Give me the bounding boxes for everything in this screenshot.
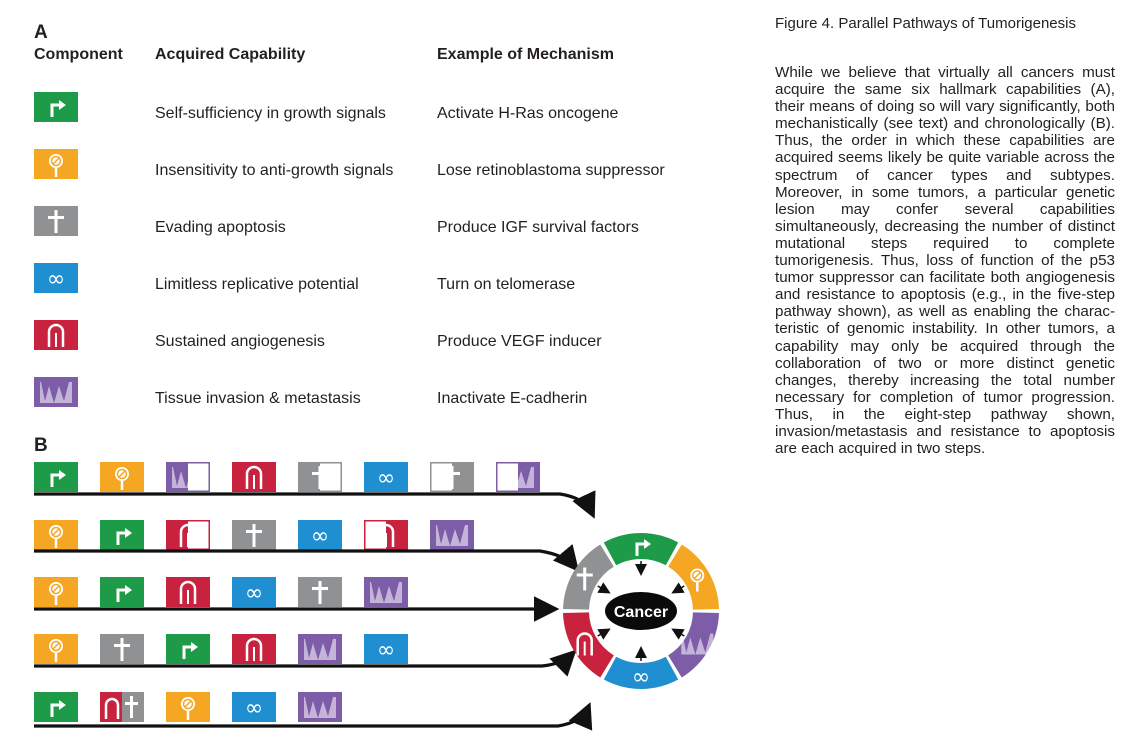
svg-text:∞: ∞ (245, 581, 263, 606)
component-header: Component (34, 46, 123, 63)
pathway-arrow (34, 490, 596, 519)
vessel-icon (576, 632, 593, 656)
anti-growth-sign-icon (34, 634, 78, 664)
cancer-center (605, 592, 677, 630)
inward-arrow (671, 582, 685, 594)
capability-text: Sustained angiogenesis (155, 333, 325, 350)
capability-text: Limitless replicative potential (155, 276, 359, 293)
pathway-arrow (34, 649, 577, 677)
wheel-segment (603, 533, 679, 566)
invasion-icon (166, 462, 210, 492)
growth-signal-arrow-icon (34, 462, 78, 492)
svg-text:∞: ∞ (632, 665, 650, 690)
wheel-segment (563, 544, 614, 610)
infinity-icon: ∞ (298, 520, 342, 550)
invasion-icon (298, 692, 342, 722)
infinity-icon: ∞ (364, 634, 408, 664)
invasion-icon (496, 462, 540, 492)
infinity-icon: ∞ (232, 577, 276, 607)
vessel-icon (232, 634, 276, 664)
inward-arrow (597, 582, 611, 594)
figure-caption-title: Figure 4. Parallel Pathways of Tumorigen… (775, 15, 1076, 32)
anti-growth-sign-icon (166, 692, 210, 722)
vessel-icon (166, 577, 210, 607)
vessel-icon (34, 320, 78, 350)
growth-signal-arrow-icon (34, 692, 78, 722)
infinity-icon: ∞ (632, 665, 650, 690)
anti-growth-sign-icon (100, 462, 144, 492)
mechanism-text: Activate H-Ras oncogene (437, 105, 619, 122)
vessel-icon (166, 520, 210, 550)
cross-icon (232, 520, 276, 550)
mechanism-text: Turn on telomerase (437, 276, 576, 293)
svg-text:∞: ∞ (377, 638, 395, 663)
anti-growth-sign-icon (34, 577, 78, 607)
cross-icon (576, 567, 593, 591)
cross-icon (34, 206, 78, 236)
cross-icon (100, 634, 144, 664)
growth-signal-arrow-icon (34, 92, 78, 122)
growth-signal-arrow-icon (100, 577, 144, 607)
svg-text:∞: ∞ (377, 466, 395, 491)
vessel-icon (364, 520, 408, 550)
infinity-icon: ∞ (34, 263, 78, 293)
cancer-pathway-diagram: ∞ Cancer (34, 490, 719, 731)
cross-icon (298, 577, 342, 607)
mechanism-text: Produce IGF survival factors (437, 219, 639, 236)
vessel-cross-combined-icon (100, 692, 144, 722)
mechanism-text: Produce VEGF inducer (437, 333, 602, 350)
invasion-icon (34, 377, 78, 407)
svg-text:∞: ∞ (245, 696, 263, 721)
capability-text: Evading apoptosis (155, 219, 286, 236)
wheel-segment (603, 656, 679, 689)
panel-a-label: A (34, 22, 48, 43)
figure-caption-body: While we believe that virtually all canc… (775, 64, 1115, 458)
mechanism-header: Example of Mechanism (437, 46, 614, 63)
invasion-icon (364, 577, 408, 607)
anti-growth-sign-icon (34, 520, 78, 550)
anti-growth-sign-icon (34, 149, 78, 179)
invasion-icon (681, 633, 714, 655)
invasion-icon (298, 634, 342, 664)
wheel-segment (668, 612, 719, 678)
inward-arrow (597, 628, 611, 640)
infinity-icon: ∞ (232, 692, 276, 722)
invasion-icon (430, 520, 474, 550)
mechanism-text: Inactivate E-cadherin (437, 390, 588, 407)
capability-text: Self-sufficiency in growth signals (155, 105, 386, 122)
inward-arrow (671, 628, 685, 640)
growth-signal-arrow-icon (635, 539, 651, 556)
pathway-arrow (34, 702, 593, 731)
wheel-segment (563, 612, 614, 678)
capability-header: Acquired Capability (155, 46, 306, 63)
growth-signal-arrow-icon (166, 634, 210, 664)
cross-icon (430, 462, 474, 492)
panel-b-label: B (34, 435, 48, 456)
vessel-icon (232, 462, 276, 492)
capability-text: Tissue invasion & metastasis (155, 390, 361, 407)
infinity-icon: ∞ (364, 462, 408, 492)
pathway-arrow (34, 544, 580, 572)
svg-text:∞: ∞ (311, 524, 329, 549)
cross-icon (298, 462, 342, 492)
growth-signal-arrow-icon (100, 520, 144, 550)
cancer-label: Cancer (614, 604, 668, 621)
capability-text: Insensitivity to anti-growth signals (155, 162, 394, 179)
anti-growth-sign-icon (690, 568, 705, 592)
mechanism-text: Lose retinoblastoma suppressor (437, 162, 665, 179)
svg-text:∞: ∞ (47, 267, 65, 292)
